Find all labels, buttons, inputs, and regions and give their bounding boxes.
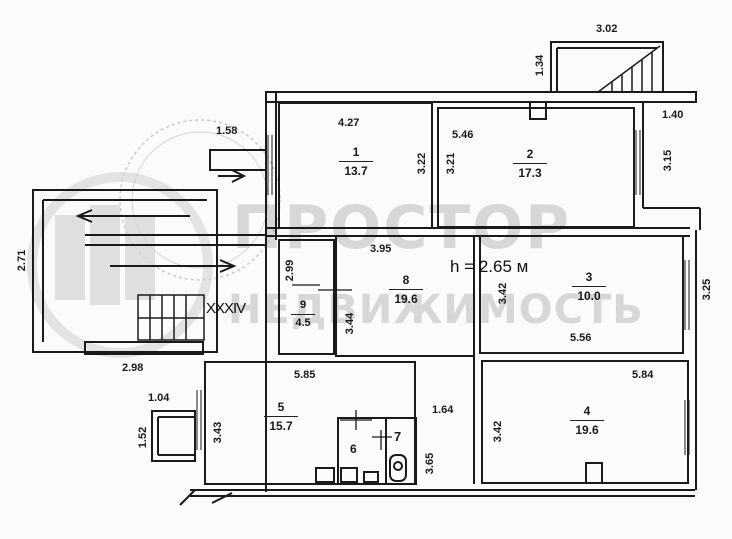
stairs-left-icon <box>137 294 205 341</box>
room-6-label: 6 <box>350 442 357 456</box>
dim-room2-width: 5.46 <box>452 129 474 141</box>
building-logo-icon <box>55 205 155 305</box>
room-8: 8 19.6 <box>384 274 428 305</box>
room-9: 9 4.5 <box>288 300 318 329</box>
watermark-subtitle: НЕДВИЖИМОСТЬ <box>228 287 644 333</box>
dim-balcony-width: 3.02 <box>596 23 618 35</box>
dim-room8-width: 3.95 <box>370 243 392 255</box>
dim-2-71: 2.71 <box>16 249 29 272</box>
stairs-icon <box>597 45 661 93</box>
direction-arrows <box>75 169 247 273</box>
room-3: 3 10.0 <box>567 271 611 302</box>
dim-1-34: 1.34 <box>534 54 547 77</box>
dim-3-65: 3.65 <box>424 452 437 475</box>
dim-room3-width: 5.56 <box>570 332 592 344</box>
room-1: 1 13.7 <box>334 146 378 177</box>
dim-3-25: 3.25 <box>701 278 714 301</box>
dim-room5-height: 3.43 <box>212 421 225 444</box>
dim-room1-width: 4.27 <box>338 117 360 129</box>
dim-room2-height: 3.21 <box>445 152 458 175</box>
room-7-label: 7 <box>394 429 402 444</box>
dim-2-99: 2.99 <box>284 259 297 282</box>
dim-1-04: 1.04 <box>148 392 170 404</box>
ceiling-height: h = 2.65 м <box>450 257 529 276</box>
room-4: 4 19.6 <box>565 405 609 436</box>
dim-1-40: 1.40 <box>662 109 684 121</box>
dim-3-44: 3.44 <box>344 312 357 335</box>
dim-room3-height: 3.42 <box>497 282 510 305</box>
room-2: 2 17.3 <box>508 148 552 179</box>
dim-room1-height: 3.22 <box>416 152 429 175</box>
dim-1-58: 1.58 <box>216 125 238 137</box>
dim-2-98: 2.98 <box>122 362 144 374</box>
room-5: 5 15.7 <box>259 401 303 432</box>
dim-room4-height: 3.42 <box>492 420 505 443</box>
dim-3-15: 3.15 <box>662 149 675 172</box>
dim-1-52: 1.52 <box>137 426 150 449</box>
section-label: XXXIV <box>206 300 246 317</box>
dim-room5-width: 5.85 <box>294 369 316 381</box>
dim-room4-width: 5.84 <box>632 369 654 381</box>
dim-1-64: 1.64 <box>432 404 454 416</box>
